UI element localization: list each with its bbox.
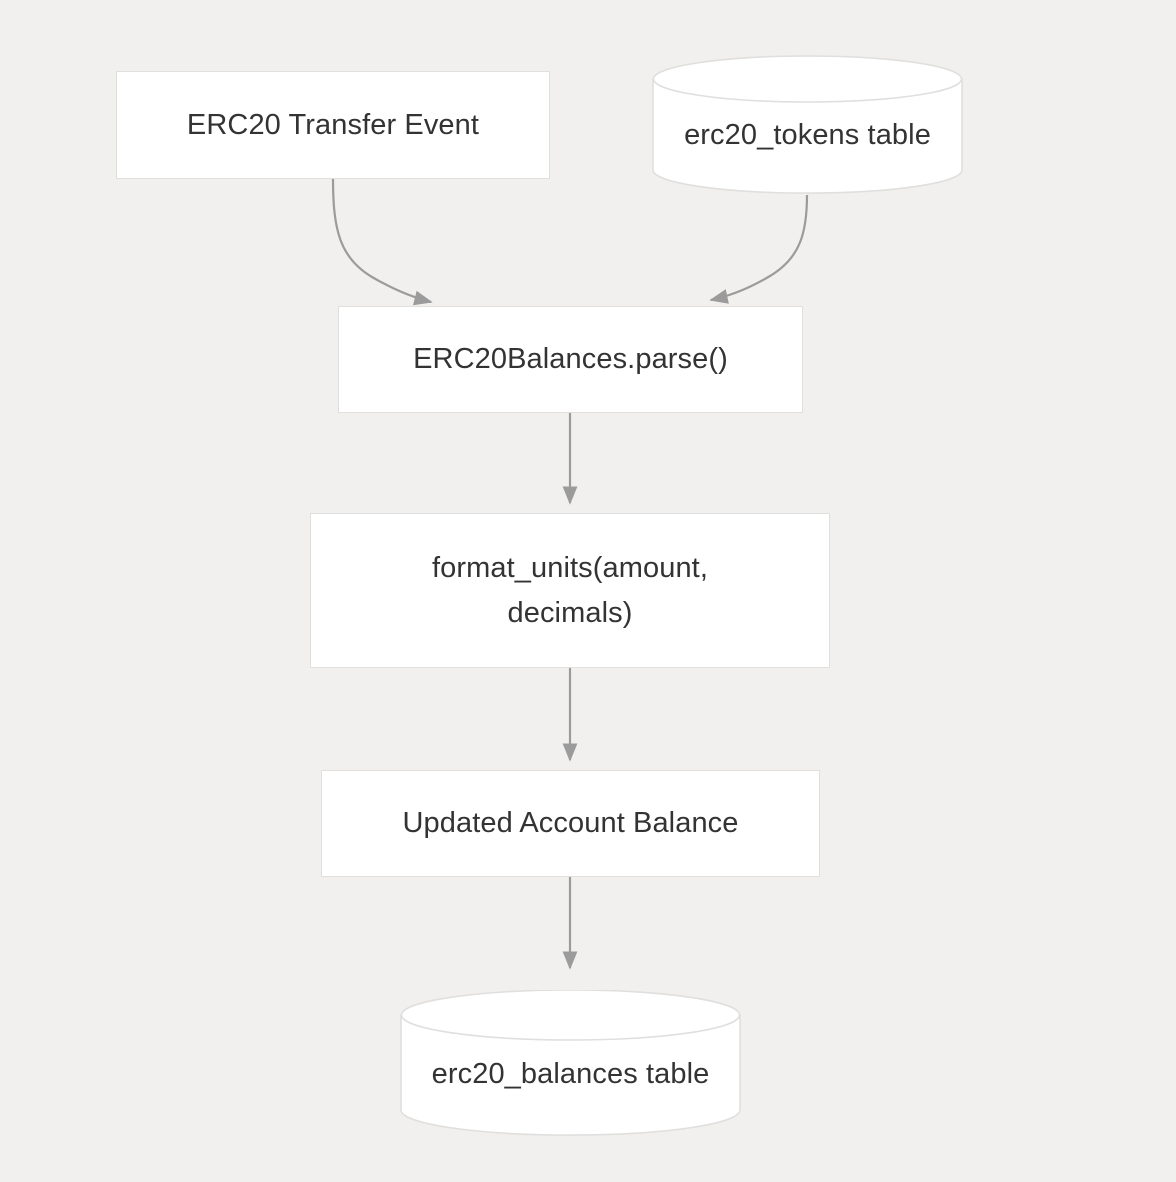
cylinder-shape — [652, 55, 963, 194]
node-label: format_units(amount, decimals) — [431, 551, 708, 629]
node-label: ERC20Balances.parse() — [413, 343, 728, 376]
node-label: ERC20 Transfer Event — [186, 108, 480, 141]
node-updated-account-balance[interactable]: Updated Account Balance — [321, 770, 820, 877]
node-erc20-transfer-event[interactable]: ERC20 Transfer Event — [116, 71, 550, 179]
node-label: erc20_tokens table — [684, 118, 931, 151]
node-format-units[interactable]: format_units(amount, decimals) — [310, 513, 830, 668]
edge-transfer-event-to-parse — [331, 178, 433, 306]
node-label: Updated Account Balance — [402, 807, 739, 840]
node-erc20balances-parse[interactable]: ERC20Balances.parse() — [338, 306, 803, 413]
edge-tokens-table-to-parse — [709, 194, 809, 304]
node-erc20-tokens-table[interactable]: erc20_tokens table — [652, 55, 963, 194]
node-erc20-balances-table[interactable]: erc20_balances table — [400, 990, 741, 1136]
node-label: erc20_balances table — [431, 1058, 710, 1091]
cylinder-shape — [400, 990, 741, 1136]
